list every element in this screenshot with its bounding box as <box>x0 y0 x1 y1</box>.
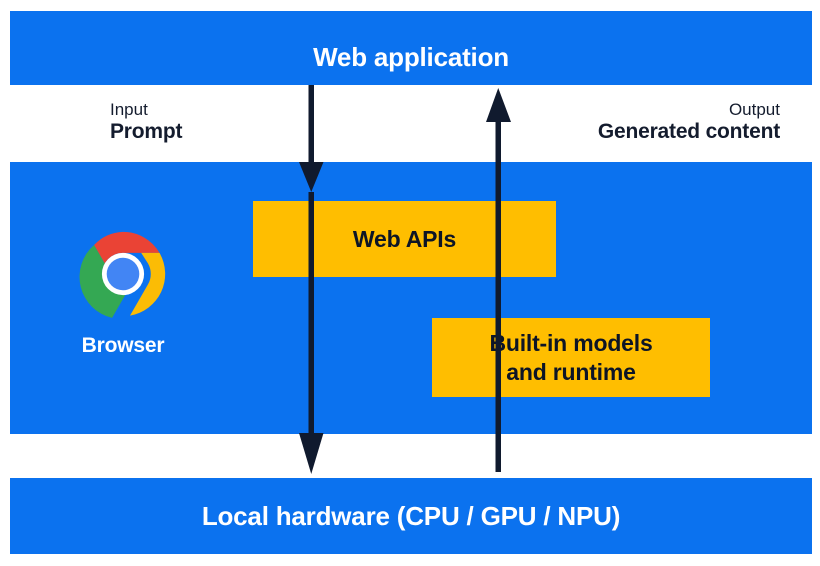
band-local-hardware: Local hardware (CPU / GPU / NPU) <box>10 478 812 554</box>
browser-node: Browser <box>57 228 189 358</box>
flow-label-input: Input Prompt <box>110 100 183 145</box>
flow-output-value: Generated content <box>597 120 780 144</box>
band-local-hardware-label: Local hardware (CPU / GPU / NPU) <box>201 501 621 531</box>
flow-input-kind: Input <box>110 100 148 119</box>
flow-label-output: Output Generated content <box>598 100 780 145</box>
band-web-application: Web application <box>10 11 812 85</box>
band-web-application-label: Web application <box>313 42 509 72</box>
box-built-in-models: Built-in models and runtime <box>432 318 710 397</box>
box-built-in-models-label-line1: Built-in models <box>489 329 653 356</box>
browser-label: Browser <box>81 334 165 357</box>
flow-output-kind: Output <box>728 100 780 119</box>
box-built-in-models-label-line2: and runtime <box>506 358 636 385</box>
box-web-apis: Web APIs <box>253 201 556 277</box>
box-web-apis-label: Web APIs <box>352 225 457 252</box>
box-built-in-models-label: Built-in models and runtime <box>489 329 652 387</box>
flow-input-value: Prompt <box>110 120 183 144</box>
chrome-logo-icon <box>79 231 166 318</box>
